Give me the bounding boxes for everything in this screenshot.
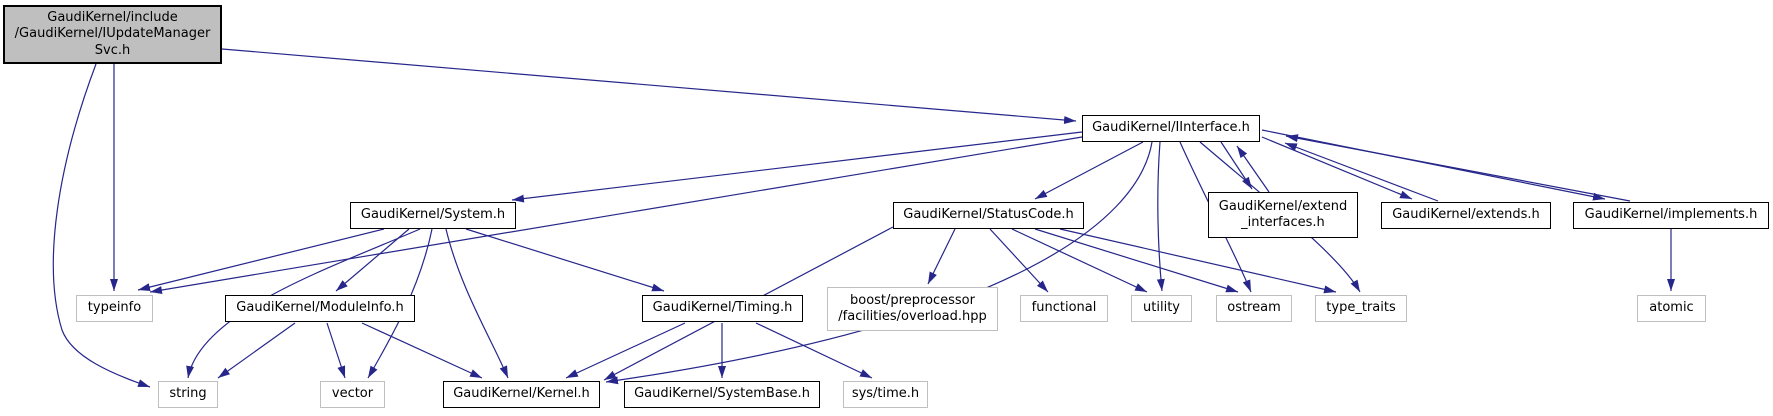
edge-iinterface-implements: [1261, 129, 1606, 201]
node-extend-interfaces-h[interactable]: GaudiKernel/extend _interfaces.h: [1208, 192, 1358, 238]
edge-moduleinfo-vector: [326, 322, 346, 379]
node-system-h[interactable]: GaudiKernel/System.h: [350, 202, 516, 229]
node-sys-time-h: sys/time.h: [843, 381, 928, 408]
edge-iinterface-kernel: [605, 141, 1153, 385]
edge-statuscode-ostream: [1034, 228, 1239, 293]
edge-timing-systime: [755, 322, 873, 379]
node-functional: functional: [1020, 295, 1108, 322]
edge-system-string: [186, 228, 421, 379]
edge-statuscode-utility: [1011, 228, 1148, 293]
node-boost-overload-hpp: boost/preprocessor /facilities/overload.…: [827, 287, 998, 331]
edge-extends-iinterface: [1284, 142, 1439, 202]
edge-root-string: [52, 63, 151, 388]
node-extends-h[interactable]: GaudiKernel/extends.h: [1381, 202, 1551, 229]
node-typeinfo: typeinfo: [76, 295, 153, 322]
edge-iinterface-extends: [1261, 136, 1413, 200]
node-ostream: ostream: [1216, 295, 1292, 322]
node-systembase-h[interactable]: GaudiKernel/SystemBase.h: [624, 381, 820, 408]
node-vector: vector: [320, 381, 385, 408]
edge-statuscode-boost: [927, 228, 956, 285]
node-iupdatemanagersvc-h: GaudiKernel/include /GaudiKernel/IUpdate…: [3, 5, 222, 64]
edge-iinterface-utility: [1156, 141, 1165, 292]
node-kernel-h[interactable]: GaudiKernel/Kernel.h: [443, 381, 600, 408]
node-statuscode-h[interactable]: GaudiKernel/StatusCode.h: [893, 202, 1084, 229]
edge-moduleinfo-string: [217, 322, 296, 379]
node-implements-h[interactable]: GaudiKernel/implements.h: [1573, 202, 1769, 229]
node-iinterface-h[interactable]: GaudiKernel/IInterface.h: [1082, 115, 1260, 142]
edge-moduleinfo-kernel: [361, 322, 483, 379]
edge-system-kernel: [445, 228, 509, 379]
node-moduleinfo-h[interactable]: GaudiKernel/ModuleInfo.h: [225, 295, 415, 322]
node-string: string: [158, 381, 218, 408]
edge-statuscode-typetraits: [1059, 228, 1337, 294]
edge-iinterface-system: [511, 131, 1083, 203]
edge-iinterface-typeinfo: [149, 136, 1083, 294]
edge-root-iinterface: [221, 48, 1077, 124]
node-utility: utility: [1131, 295, 1192, 322]
edge-iinterface-statuscode: [1034, 141, 1144, 200]
edge-system-timing: [465, 228, 665, 292]
node-timing-h[interactable]: GaudiKernel/Timing.h: [642, 295, 803, 322]
node-atomic: atomic: [1637, 295, 1706, 322]
edge-implements-iinterface: [1285, 134, 1631, 202]
edge-extendinterfaces-iinterface: [1236, 145, 1270, 193]
edge-statuscode-functional: [989, 228, 1049, 293]
edge-timing-kernel: [565, 322, 686, 379]
edge-system-typeinfo: [137, 228, 385, 291]
node-type-traits: type_traits: [1315, 295, 1407, 322]
